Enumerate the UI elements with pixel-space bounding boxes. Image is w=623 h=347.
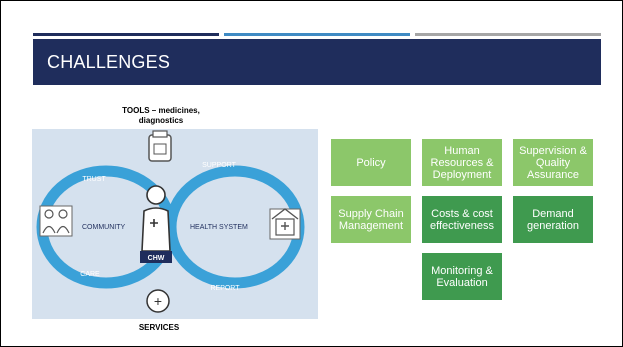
challenge-box-supply-chain: Supply Chain Management — [331, 196, 411, 243]
challenge-box-monitoring: Monitoring & Evaluation — [422, 253, 502, 300]
chw-label: CHW — [148, 255, 165, 262]
challenge-box-label: Human Resources & Deployment — [430, 144, 494, 181]
plus-glyph: + — [154, 293, 162, 309]
community-people-icon — [39, 205, 73, 237]
challenge-box-label: Policy — [356, 156, 386, 169]
services-plus-icon: + — [146, 289, 170, 313]
challenge-box-demand: Demand generation — [513, 196, 593, 243]
tools-label-line1: TOOLS – medicines, — [122, 106, 200, 115]
care-label: CARE — [80, 271, 100, 278]
challenge-box-human-resources: Human Resources & Deployment — [422, 139, 502, 186]
title-band: CHALLENGES — [33, 39, 601, 85]
accent-bar-blue — [224, 33, 410, 36]
health-system-label: HEALTH SYSTEM — [190, 224, 248, 231]
health-facility-icon — [269, 208, 301, 240]
challenge-box-label: Supply Chain Management — [338, 207, 404, 232]
tools-label-line2: diagnostics — [138, 116, 184, 125]
trust-label: TRUST — [82, 176, 106, 183]
report-label: REPORT — [210, 285, 240, 292]
challenge-box-label: Demand generation — [527, 207, 579, 232]
challenge-box-label: Monitoring & Evaluation — [431, 264, 493, 289]
challenge-box-label: Supervision & Quality Assurance — [519, 144, 587, 181]
services-label: SERVICES — [138, 323, 180, 332]
medicine-bottle-icon — [148, 130, 172, 162]
tools-label: TOOLS – medicines, diagnostics — [101, 106, 221, 126]
accent-bar-navy — [33, 33, 219, 36]
slide-title: CHALLENGES — [47, 52, 171, 72]
challenge-box-label: Costs & cost effectiveness — [429, 207, 494, 232]
challenge-box-supervision: Supervision & Quality Assurance — [513, 139, 593, 186]
chw-diagram: + TRUST SUPPORT CARE REPORT COMMUNITY HE… — [32, 129, 318, 319]
community-label: COMMUNITY — [82, 224, 125, 231]
support-label: SUPPORT — [202, 162, 236, 169]
chw-person-icon — [140, 185, 172, 263]
challenge-box-policy: Policy — [331, 139, 411, 186]
accent-bar-gray — [415, 33, 601, 36]
challenge-box-costs: Costs & cost effectiveness — [422, 196, 502, 243]
cutoff-text-area — [171, 337, 341, 346]
